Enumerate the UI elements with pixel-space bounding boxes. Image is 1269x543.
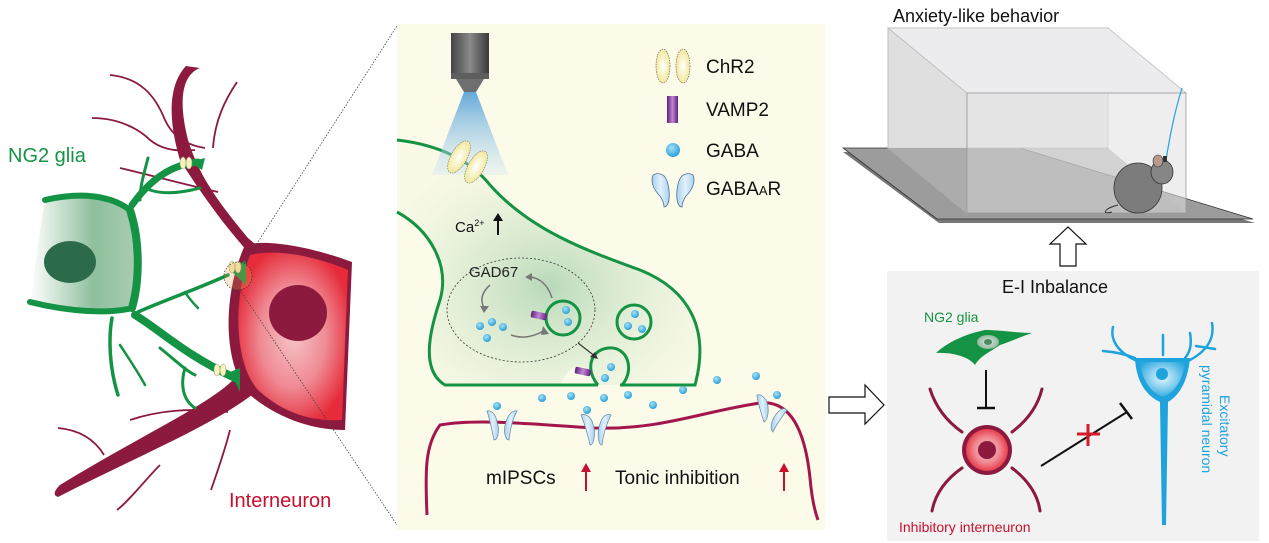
ng2-glia-label: NG2 glia	[8, 145, 87, 167]
flow-arrow-right-icon	[828, 383, 885, 426]
legend-label-vamp2: VAMP2	[706, 100, 769, 121]
legend-label-gabaar: GABAAR	[706, 179, 781, 200]
interneuron-nucleus	[269, 285, 327, 341]
blocked-inhibition-line	[1040, 411, 1128, 467]
gad67-label: GAD67	[469, 264, 518, 281]
ei-title: E-I Inbalance	[1002, 277, 1108, 297]
behavior-panel: Anxiety-like behavior	[841, 6, 1255, 267]
behavior-title: Anxiety-like behavior	[893, 6, 1059, 26]
ei-panel: E-I Inbalance NG2 glia Inhibitory intern…	[887, 271, 1259, 541]
small-ng2-glia-icon	[936, 330, 1032, 365]
optic-fiber	[1165, 87, 1183, 161]
light-beam	[432, 92, 508, 175]
postsynaptic-membrane	[424, 401, 820, 521]
zoom-guide-bottom	[239, 289, 398, 526]
small-interneuron-nucleus	[978, 441, 996, 459]
blocked-inhibition-cap	[1119, 402, 1133, 420]
chr2-contact-icons	[179, 156, 242, 377]
legend: ChR2 VAMP2 GABA GABAAR	[651, 48, 781, 208]
gabaa-receptor-icon	[651, 173, 695, 208]
middle-panel: GAD67	[396, 24, 825, 530]
gad67-synthesis-region	[446, 257, 596, 363]
legend-item-gabaar: GABAAR	[651, 173, 781, 208]
gaba-molecule-icon	[666, 143, 680, 157]
legend-label-gaba: GABA	[706, 141, 759, 162]
vamp2-marker	[574, 366, 592, 377]
legend-item-gaba: GABA	[666, 141, 759, 162]
chr2-channel-icon	[447, 140, 488, 184]
vamp2-marker	[530, 310, 548, 321]
mouse-icon	[1104, 154, 1174, 214]
excitatory-label-line2: pyramidal neuron	[1199, 365, 1215, 473]
left-panel: NG2 glia Interneuron	[8, 25, 398, 526]
small-interneuron-icon	[928, 387, 1044, 513]
zoom-guide-top	[244, 25, 398, 263]
inhibitory-interneuron-label: Inhibitory interneuron	[899, 519, 1031, 535]
calcium-label: Ca2+	[455, 218, 484, 236]
tonic-inhibition-label: Tonic inhibition	[615, 468, 740, 489]
mipscs-increase-arrow-icon	[581, 463, 591, 491]
ng2-glia-nucleus	[44, 241, 96, 283]
block-cross-icon	[1077, 424, 1100, 446]
gaba-molecules	[476, 306, 781, 414]
legend-item-chr2: ChR2	[655, 48, 755, 84]
tonic-increase-arrow-icon	[779, 463, 789, 491]
interneuron-label: Interneuron	[229, 490, 331, 512]
interneuron-basal-dendrite	[54, 372, 260, 497]
vamp2-icon	[667, 96, 678, 123]
ei-ng2-label: NG2 glia	[924, 309, 979, 325]
excitatory-label-line1: Excitatory	[1217, 395, 1233, 456]
pyramidal-neuron-icon	[1101, 321, 1217, 525]
microscope-objective-icon	[432, 33, 508, 175]
vesicle	[615, 303, 653, 341]
mipscs-label: mIPSCs	[486, 468, 556, 489]
fusing-vesicle	[589, 346, 631, 386]
ei-panel-background	[887, 271, 1259, 541]
legend-item-vamp2: VAMP2	[667, 96, 769, 123]
ng2-glia-cell	[27, 156, 253, 410]
zoom-focus-circle	[223, 261, 253, 291]
flow-arrow-up-icon	[1048, 226, 1088, 267]
calcium-increase-arrow-icon	[493, 213, 503, 235]
legend-label-chr2: ChR2	[706, 57, 755, 78]
axon-terminal	[397, 140, 700, 385]
chr2-channel-icon	[655, 48, 691, 84]
gabaa-receptors	[486, 394, 788, 446]
